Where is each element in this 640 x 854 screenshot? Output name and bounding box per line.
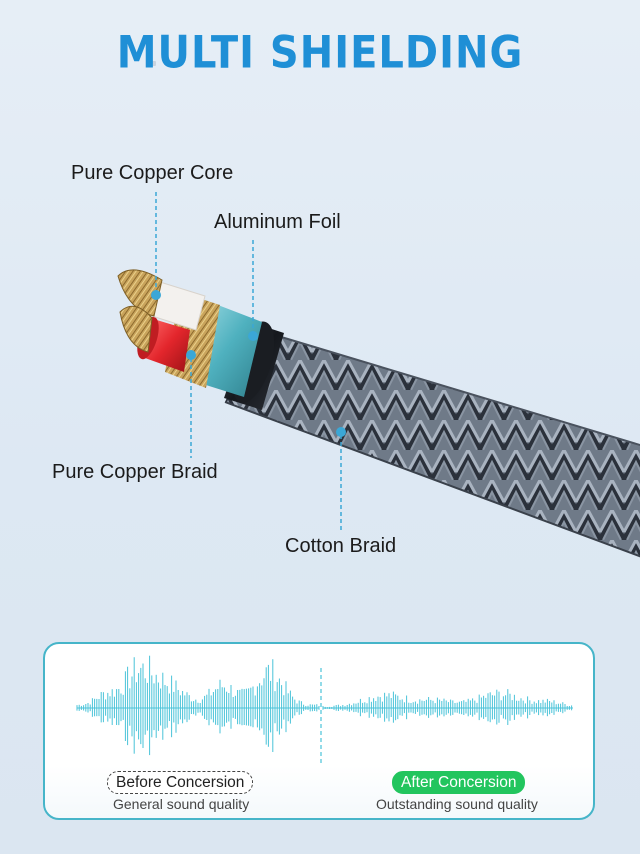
waveform-before [76,655,320,756]
cable-illustration [117,192,640,558]
after-caption: Outstanding sound quality [376,796,538,812]
page-title: MULTI SHIELDING [116,27,524,79]
before-badge: Before Concersion [107,771,254,794]
callout-foil [248,240,258,341]
decorative-dot [151,61,156,66]
label-cotton-braid: Cotton Braid [285,535,397,557]
label-pure-copper-core: Pure Copper Core [71,162,234,184]
label-pure-copper-braid: Pure Copper Braid [52,461,218,483]
label-aluminum-foil: Aluminum Foil [214,211,341,233]
after-badge: After Concersion [392,771,526,794]
callout-cotton-braid [336,427,346,530]
copper-core-strands [117,269,163,353]
before-caption: General sound quality [113,796,250,812]
cotton-braid-jacket [224,329,640,558]
callout-copper-braid [186,350,196,458]
waveform-graphic [76,655,573,764]
waveform-after [322,689,573,725]
sound-comparison-panel: Before Concersion General sound quality … [43,642,595,820]
callout-core [151,192,161,300]
